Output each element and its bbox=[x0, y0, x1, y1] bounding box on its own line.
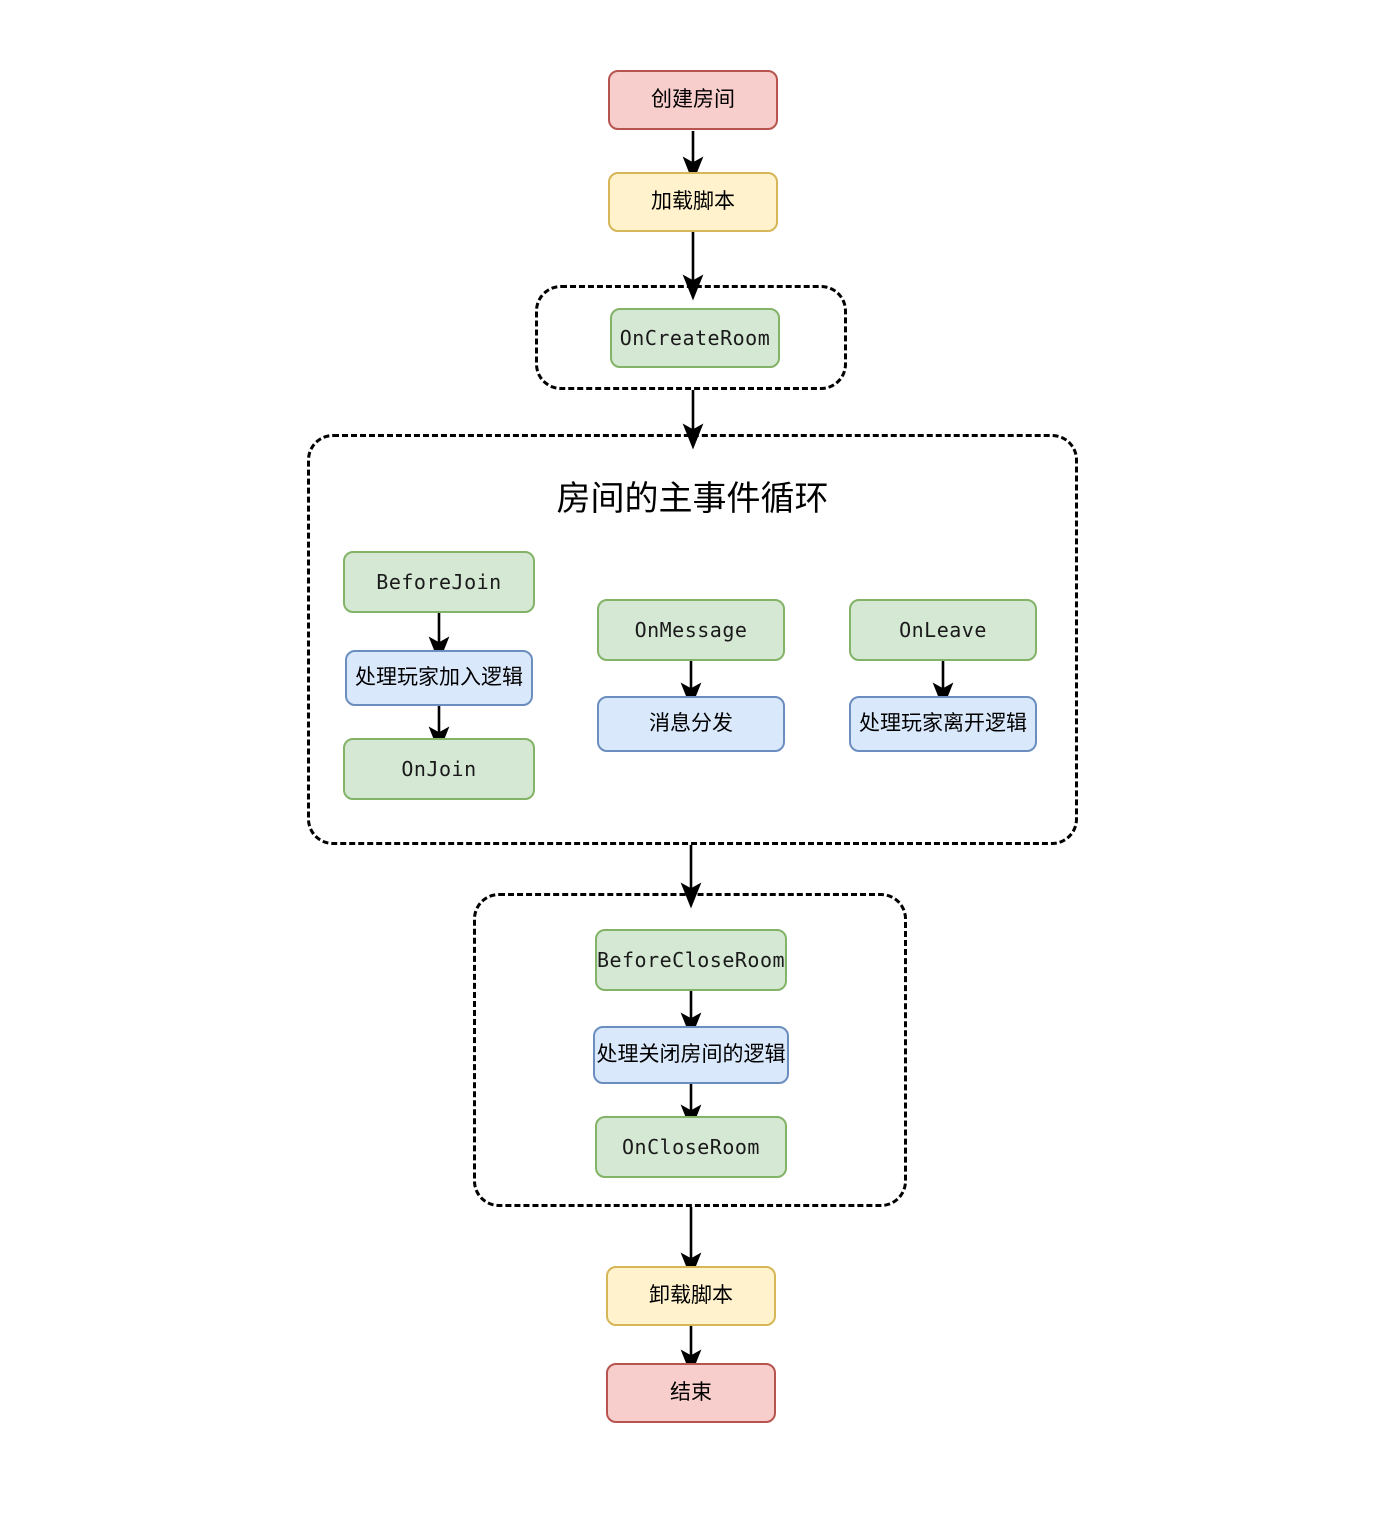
node-handle-close-logic[interactable]: 处理关闭房间的逻辑 bbox=[593, 1026, 789, 1084]
node-before-close-room[interactable]: BeforeCloseRoom bbox=[595, 929, 787, 991]
main-event-loop-title: 房间的主事件循环 bbox=[556, 480, 829, 518]
node-on-close-room[interactable]: OnCloseRoom bbox=[595, 1116, 787, 1178]
node-handle-join-logic[interactable]: 处理玩家加入逻辑 bbox=[345, 650, 533, 706]
node-on-message[interactable]: OnMessage bbox=[597, 599, 785, 661]
node-load-script[interactable]: 加载脚本 bbox=[608, 172, 778, 232]
node-on-leave[interactable]: OnLeave bbox=[849, 599, 1037, 661]
node-unload-script[interactable]: 卸载脚本 bbox=[606, 1266, 776, 1326]
node-before-join[interactable]: BeforeJoin bbox=[343, 551, 535, 613]
node-message-dispatch[interactable]: 消息分发 bbox=[597, 696, 785, 752]
node-handle-leave-logic[interactable]: 处理玩家离开逻辑 bbox=[849, 696, 1037, 752]
node-create-room[interactable]: 创建房间 bbox=[608, 70, 778, 130]
node-on-create-room[interactable]: OnCreateRoom bbox=[610, 308, 780, 368]
node-on-join[interactable]: OnJoin bbox=[343, 738, 535, 800]
node-end[interactable]: 结束 bbox=[606, 1363, 776, 1423]
